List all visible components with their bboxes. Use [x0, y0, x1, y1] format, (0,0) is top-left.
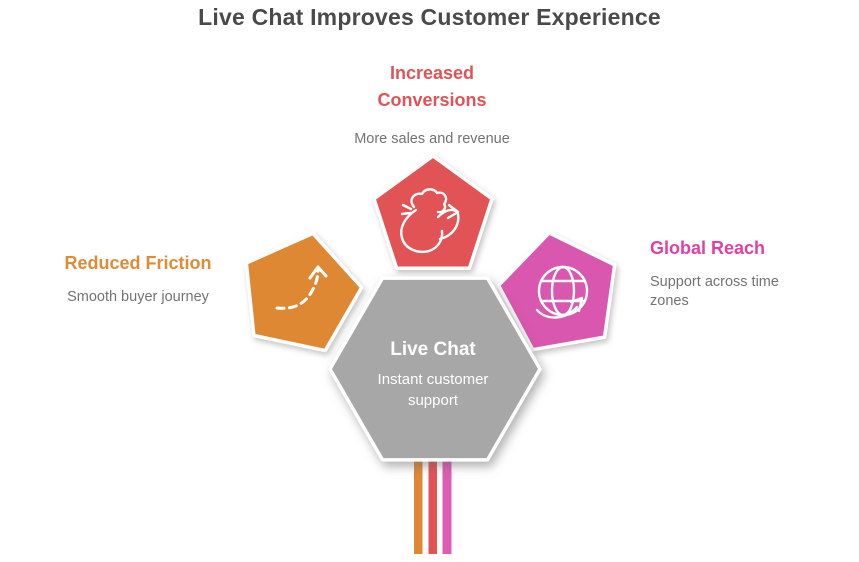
global-reach-heading: Global Reach	[650, 238, 766, 258]
stem-stripe-red	[426, 459, 439, 556]
live-chat-subtitle: Instant customer support	[377, 371, 489, 409]
reduced-friction-heading: Reduced Friction	[64, 253, 212, 273]
stem-stripe-orange	[412, 459, 425, 556]
live-chat-heading: Live Chat	[390, 339, 476, 360]
increased-conversions-subtitle: More sales and revenue	[354, 131, 510, 147]
pentagon-increased-conversions	[372, 154, 494, 270]
diagram-title: Live Chat Improves Customer Experience	[198, 4, 661, 30]
stem-stripe-pink	[440, 459, 454, 556]
pentagon-reduced-friction	[244, 231, 364, 353]
money-bag-exchange-icon	[400, 188, 460, 253]
node-reduced-friction: Reduced Friction Smooth buyer journey	[28, 251, 248, 307]
node-global-reach: Global Reach Support across time zones	[650, 236, 815, 311]
hexagon-live-chat	[328, 276, 542, 462]
node-increased-conversions: Increased Conversions More sales and rev…	[282, 60, 582, 149]
globe-arrow-icon	[535, 265, 589, 319]
dashed-growth-arrow-icon	[275, 265, 328, 310]
reduced-friction-subtitle: Smooth buyer journey	[67, 289, 209, 305]
increased-conversions-heading: Increased Conversions	[377, 63, 487, 110]
stem-stripes	[412, 459, 454, 556]
node-live-chat-center: Live Chat Instant customer support	[333, 338, 533, 411]
global-reach-subtitle: Support across time zones	[650, 274, 779, 309]
pentagon-global-reach	[496, 231, 617, 352]
